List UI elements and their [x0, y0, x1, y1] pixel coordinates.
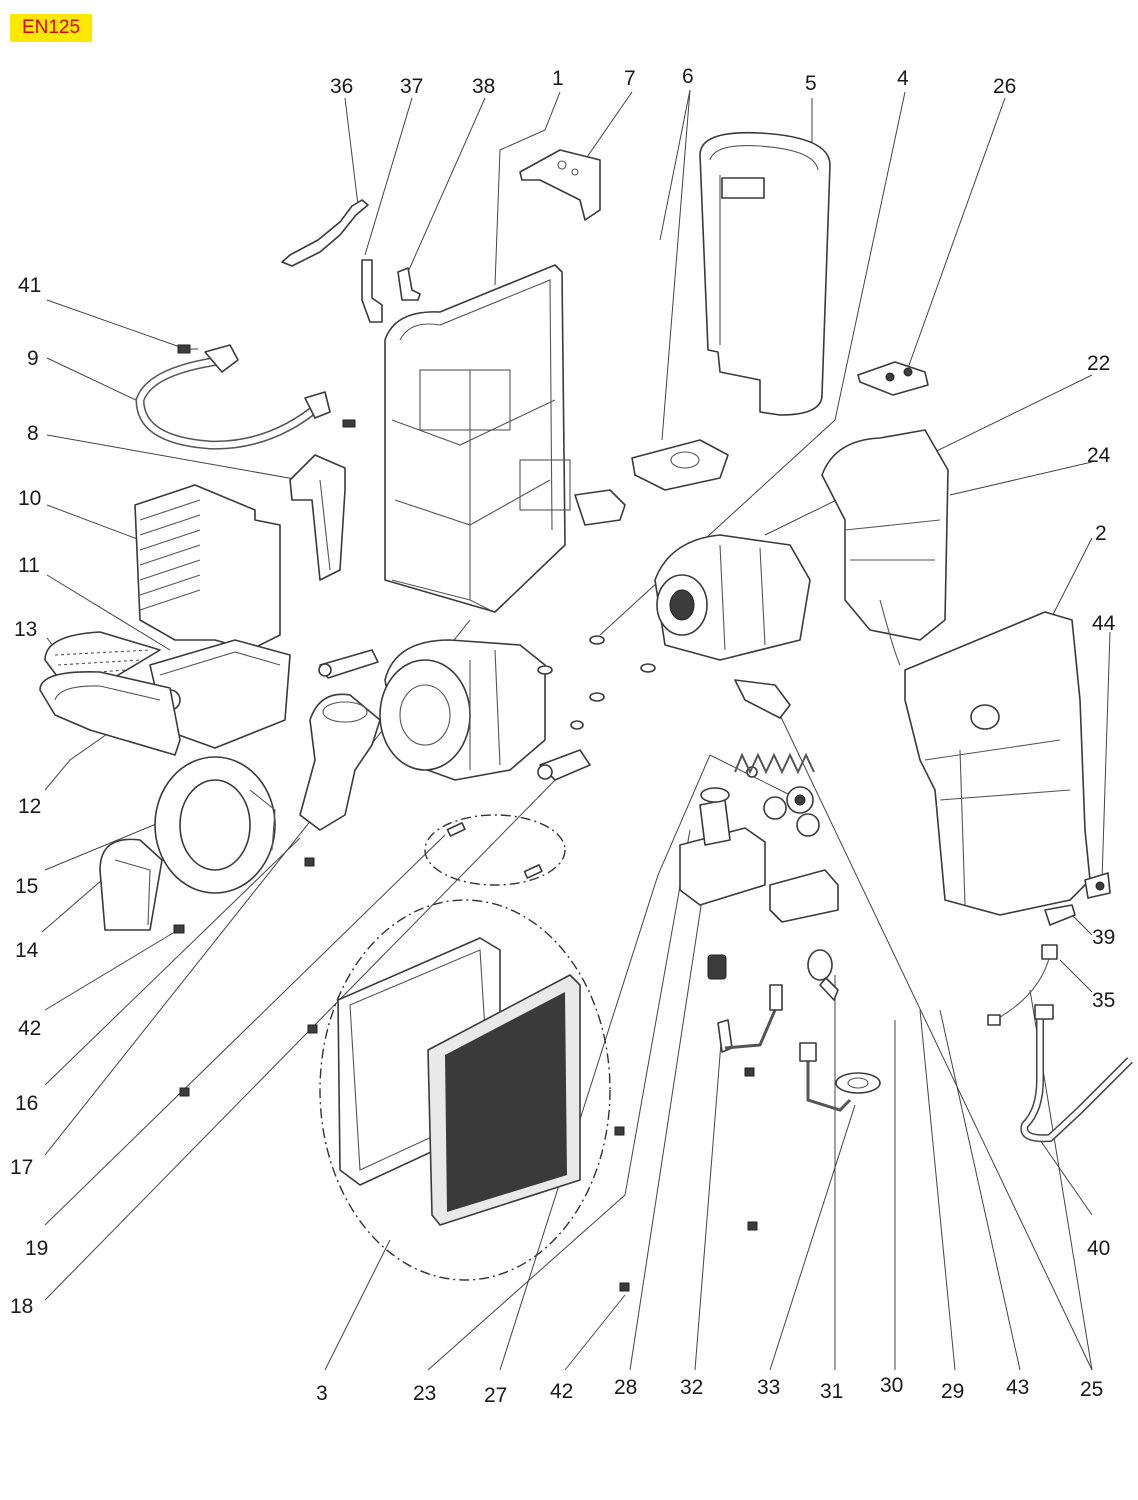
- label-42b: 42: [550, 1380, 573, 1403]
- callout-labels: 36 37 38 1 7 6 5 4 26 41 9 22 8 24 10 2 …: [10, 65, 1116, 1407]
- label-4: 4: [897, 67, 909, 90]
- part-40-tube: [1020, 1004, 1133, 1143]
- label-5: 5: [805, 72, 817, 95]
- label-7: 7: [624, 67, 636, 90]
- label-11: 11: [18, 554, 40, 577]
- part-9-hose: [135, 344, 331, 450]
- label-14: 14: [15, 939, 39, 962]
- part-7-cover: [519, 149, 601, 221]
- part-6-guide: [631, 439, 729, 491]
- screw: [304, 857, 315, 867]
- label-25: 25: [1080, 1378, 1103, 1401]
- part-44-plate: [1084, 872, 1111, 899]
- part-10-container: [134, 484, 281, 651]
- label-16: 16: [15, 1092, 38, 1115]
- label-40: 40: [1087, 1237, 1110, 1260]
- part-29-clips: [734, 752, 815, 775]
- part-36-bracket: [281, 199, 369, 267]
- part-41-screw: [177, 344, 198, 354]
- label-9: 9: [27, 347, 39, 370]
- label-28: 28: [614, 1376, 637, 1399]
- part-12-tray: [39, 671, 181, 756]
- label-36: 36: [330, 75, 353, 98]
- part-14-knob: [99, 838, 163, 931]
- part-31-sensor: [807, 949, 839, 1001]
- label-39: 39: [1092, 926, 1115, 949]
- part-25-bracket: [734, 679, 791, 719]
- label-10: 10: [18, 487, 41, 510]
- part-30-block: [769, 869, 839, 923]
- label-33: 33: [757, 1376, 780, 1399]
- part-22-thermoblock: [654, 534, 811, 661]
- label-29: 29: [941, 1380, 964, 1403]
- label-17: 17: [10, 1156, 33, 1179]
- part-2-side-panel: [904, 611, 1091, 916]
- part-39-clip: [1044, 904, 1076, 926]
- part-24-housing: [821, 429, 949, 666]
- part-28-fitting: [717, 984, 783, 1053]
- label-22: 22: [1087, 352, 1110, 375]
- screw: [342, 419, 356, 428]
- label-43: 43: [1006, 1376, 1029, 1399]
- part-5-water-tank: [699, 131, 831, 416]
- part-19-connector: [537, 749, 591, 781]
- screw-42a: [173, 924, 185, 934]
- label-31: 31: [820, 1380, 843, 1403]
- part-38-clip: [397, 267, 421, 301]
- model-badge: EN125: [10, 14, 92, 42]
- label-2: 2: [1095, 522, 1107, 545]
- label-32: 32: [680, 1376, 703, 1399]
- part-3-filter-panel: [319, 899, 611, 1281]
- label-42a: 42: [18, 1017, 41, 1040]
- part-18-pins: [424, 814, 566, 886]
- label-30: 30: [880, 1374, 903, 1397]
- label-18: 18: [10, 1295, 33, 1318]
- label-26: 26: [993, 75, 1016, 98]
- part-35-cable: [987, 944, 1058, 1026]
- label-3: 3: [316, 1382, 328, 1405]
- label-15: 15: [15, 875, 38, 898]
- part-43-valve: [763, 786, 820, 837]
- part-16-nozzle: [299, 693, 381, 831]
- label-27: 27: [484, 1384, 507, 1407]
- part-23-pump: [679, 766, 766, 906]
- label-41: 41: [18, 274, 41, 297]
- label-44: 44: [1092, 612, 1116, 635]
- part-1-frame: [384, 264, 626, 613]
- part-15-ring: [154, 756, 276, 894]
- screws: [179, 1024, 758, 1292]
- part-26: [857, 361, 929, 396]
- label-13: 13: [14, 618, 37, 641]
- label-8: 8: [27, 422, 39, 445]
- part-33-connector: [799, 1042, 881, 1112]
- label-38: 38: [472, 75, 495, 98]
- part-8-lever: [289, 454, 346, 581]
- label-35: 35: [1092, 989, 1115, 1012]
- part-17-housing: [379, 639, 546, 781]
- label-1: 1: [552, 67, 564, 90]
- label-6: 6: [682, 65, 694, 88]
- part-32-spring: [707, 954, 727, 980]
- o-rings: [537, 635, 656, 730]
- part-13-grid: [44, 631, 161, 681]
- label-24: 24: [1087, 444, 1111, 467]
- label-19: 19: [25, 1237, 48, 1260]
- label-12: 12: [18, 795, 41, 818]
- label-23: 23: [413, 1382, 436, 1405]
- label-37: 37: [400, 75, 423, 98]
- part-connector: [318, 649, 379, 679]
- part-37-clip: [361, 259, 383, 323]
